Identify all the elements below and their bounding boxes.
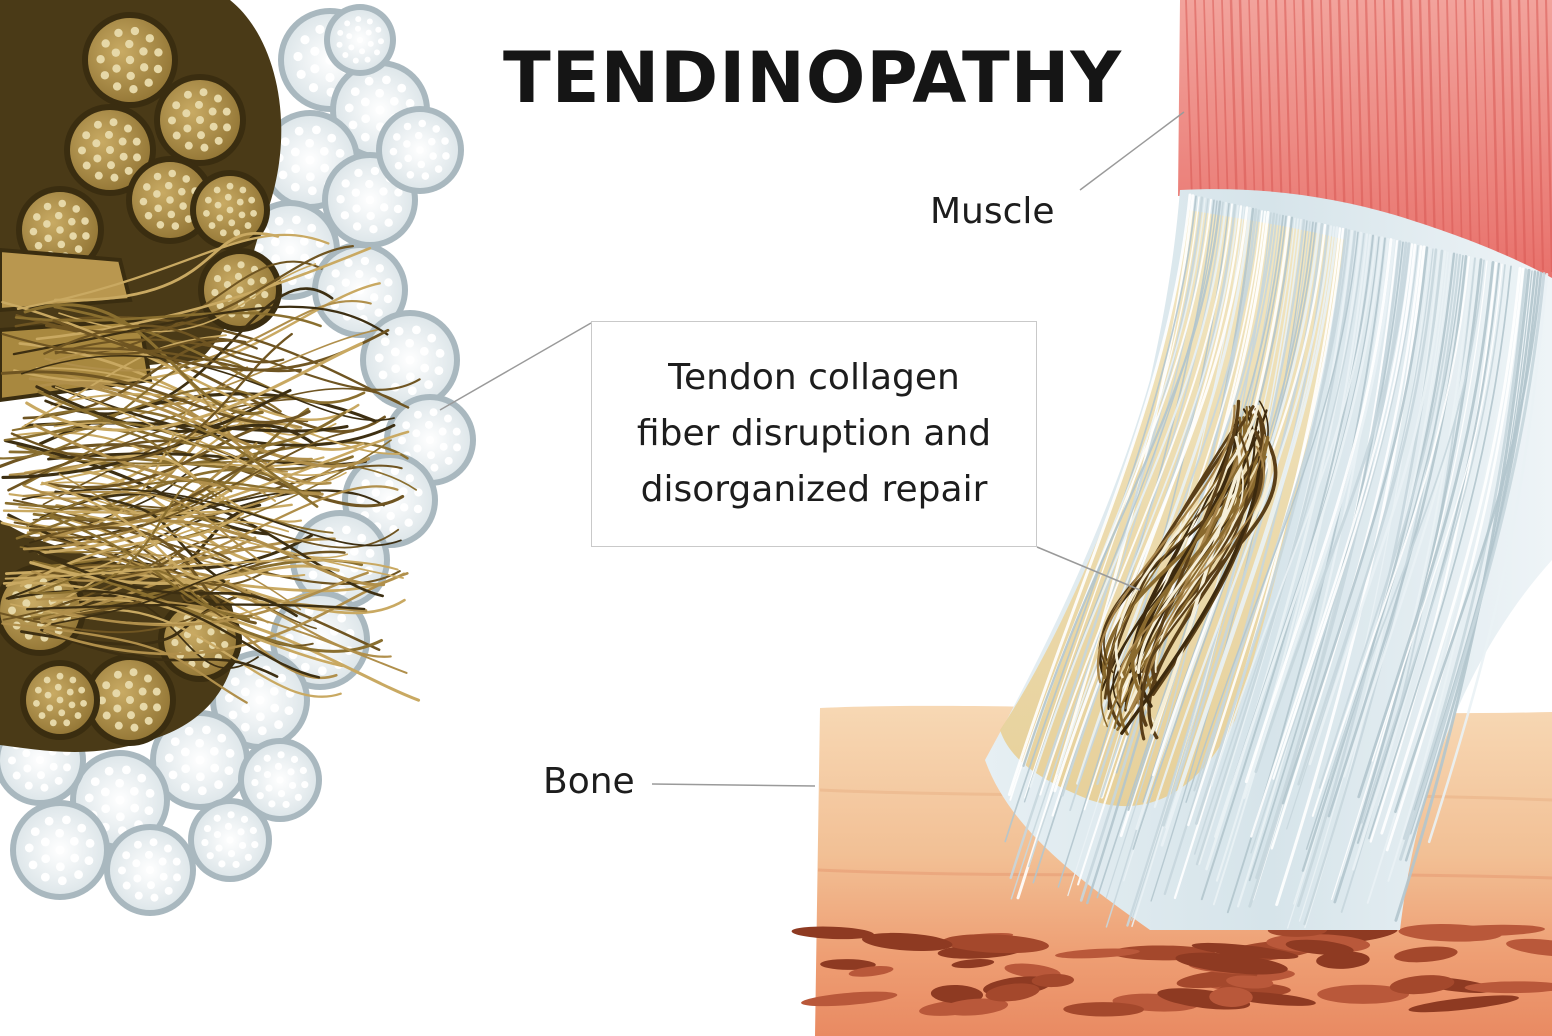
page-title: TENDINOPATHY xyxy=(503,36,1063,120)
bone-leader-line xyxy=(652,784,815,786)
callout-box: Tendon collagen fiber disruption and dis… xyxy=(591,321,1037,547)
callout-line-1: Tendon collagen xyxy=(668,350,960,406)
callout-line-3: disorganized repair xyxy=(641,462,988,518)
bone-label: Bone xyxy=(543,760,635,804)
callout-line-2: fiber disruption and xyxy=(637,406,991,462)
muscle-label: Muscle xyxy=(930,190,1055,234)
muscle-leader-line xyxy=(1080,112,1184,190)
callout-leader-left xyxy=(440,323,591,410)
fascicle-bundle-illustration xyxy=(0,0,476,916)
